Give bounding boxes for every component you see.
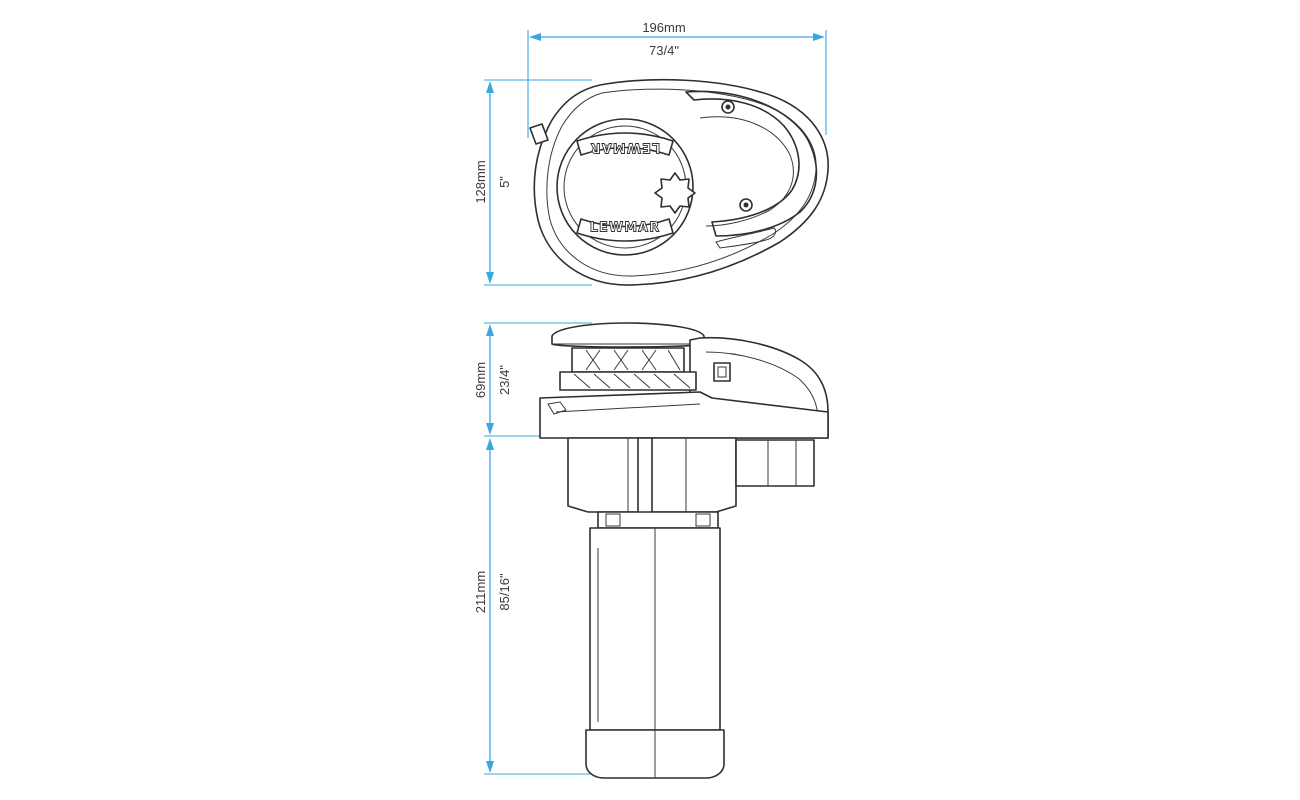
chain-guide-cover xyxy=(685,90,818,237)
below-deck-arrow-top xyxy=(486,438,494,450)
below-deck-imperial-label: 85/16" xyxy=(497,573,512,611)
drum-cap xyxy=(556,118,694,256)
brand-plate-top: LEWMAR xyxy=(576,132,674,156)
width-dimension: 196mm 73/4" xyxy=(527,20,827,138)
above-deck-arrow-top xyxy=(486,324,494,336)
side-gypsy xyxy=(559,347,697,391)
brand-plate-bottom: LEWMAR xyxy=(576,218,674,242)
top-height-dimension: 128mm 5" xyxy=(473,79,592,286)
top-height-arrow-bottom xyxy=(486,272,494,284)
below-deck-arrow-bottom xyxy=(486,761,494,773)
top-housing-inner-line xyxy=(546,88,817,277)
side-drum-cap xyxy=(551,322,705,348)
windlass-top-view: LEWMAR LEWMAR xyxy=(529,78,829,286)
top-side-tab xyxy=(529,123,549,145)
below-deck-dimension: 211mm 85/16" xyxy=(473,438,592,775)
width-metric-label: 196mm xyxy=(642,20,685,35)
top-height-imperial-label: 5" xyxy=(497,176,512,188)
above-deck-metric-label: 69mm xyxy=(473,362,488,398)
coupling-bolt-right xyxy=(695,513,711,527)
side-housing-bolt xyxy=(713,362,731,382)
width-arrow-right xyxy=(813,33,825,41)
side-motor-box xyxy=(735,439,815,487)
width-imperial-label: 73/4" xyxy=(649,43,679,58)
gearbox-center-rib xyxy=(637,437,653,521)
side-housing-curve xyxy=(705,351,819,421)
above-deck-dimension: 69mm 23/4" xyxy=(473,322,592,437)
top-height-arrow-top xyxy=(486,81,494,93)
spline-drive-icon xyxy=(654,172,696,214)
top-bolt-lower xyxy=(739,198,753,212)
brand-label-top: LEWMAR xyxy=(590,140,661,155)
side-base-plate xyxy=(539,391,829,439)
windlass-side-view xyxy=(539,322,829,779)
side-housing-bolt-inner xyxy=(717,366,727,378)
above-deck-arrow-bottom xyxy=(486,423,494,435)
top-bolt-upper xyxy=(721,100,735,114)
top-housing-outline xyxy=(533,78,829,286)
coupling-bolt-left xyxy=(605,513,621,527)
top-height-metric-label: 128mm xyxy=(473,160,488,203)
chain-guide-inner-line xyxy=(699,116,794,227)
side-base-line xyxy=(555,403,701,413)
top-deck-slot xyxy=(715,227,777,249)
brand-label-bottom: LEWMAR xyxy=(590,221,661,236)
below-deck-metric-label: 211mm xyxy=(473,571,488,613)
width-arrow-left xyxy=(529,33,541,41)
side-base-tab xyxy=(547,401,567,415)
above-deck-imperial-label: 23/4" xyxy=(497,365,512,395)
